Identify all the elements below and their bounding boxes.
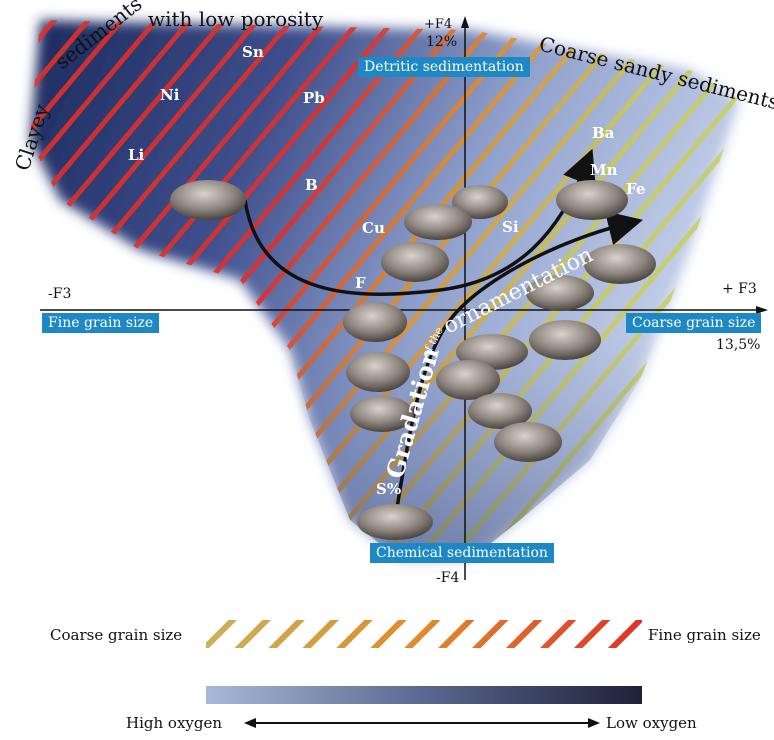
plus-f3-value: 13,5% (716, 337, 760, 353)
oxygen-arrow-left (244, 718, 256, 728)
plus-f3-label: + F3 (722, 281, 757, 297)
grain (381, 242, 449, 282)
element-fe: Fe (626, 180, 645, 198)
element-pb: Pb (303, 89, 325, 107)
fine-grain-size-label: Fine grain size (42, 313, 159, 333)
oxygen-gradient-bar (206, 686, 642, 704)
plus-f4-value: 12% (426, 34, 457, 50)
vertical-axis-arrow (461, 16, 469, 28)
detritic-sedimentation-label: Detritic sedimentation (358, 57, 530, 77)
minus-f4-label: -F4 (436, 570, 459, 586)
element-f: F (355, 274, 366, 292)
grain (343, 302, 407, 342)
coarse-grain-size-label: Coarse grain size (626, 313, 761, 333)
element-sn: Sn (242, 43, 264, 61)
legend (206, 620, 642, 728)
element-si: Si (502, 218, 519, 236)
legend-fine-label: Fine grain size (648, 626, 761, 644)
grain (556, 180, 628, 220)
low-oxygen-label: Low oxygen (606, 714, 697, 732)
element-ni: Ni (160, 86, 180, 104)
element-li: Li (128, 146, 145, 164)
minus-f3-label: -F3 (48, 286, 71, 302)
plus-f4-label: +F4 (424, 17, 452, 32)
grain (494, 422, 562, 462)
high-oxygen-label: High oxygen (126, 714, 222, 732)
legend-coarse-label: Coarse grain size (50, 626, 182, 644)
grain (346, 352, 410, 392)
element-mn: Mn (590, 161, 618, 179)
element-cu: Cu (362, 219, 385, 237)
grain (357, 504, 433, 540)
chemical-sedimentation-label: Chemical sedimentation (370, 543, 554, 563)
low-porosity-label: with low porosity (148, 7, 324, 31)
grain (404, 204, 472, 240)
element-ba: Ba (592, 124, 615, 142)
grain (170, 180, 246, 220)
grain (529, 320, 601, 360)
grain-size-stripe-bar (206, 620, 642, 648)
s-percent-label: S% (376, 480, 401, 498)
oxygen-arrow-right (588, 718, 600, 728)
element-b: B (305, 176, 318, 194)
